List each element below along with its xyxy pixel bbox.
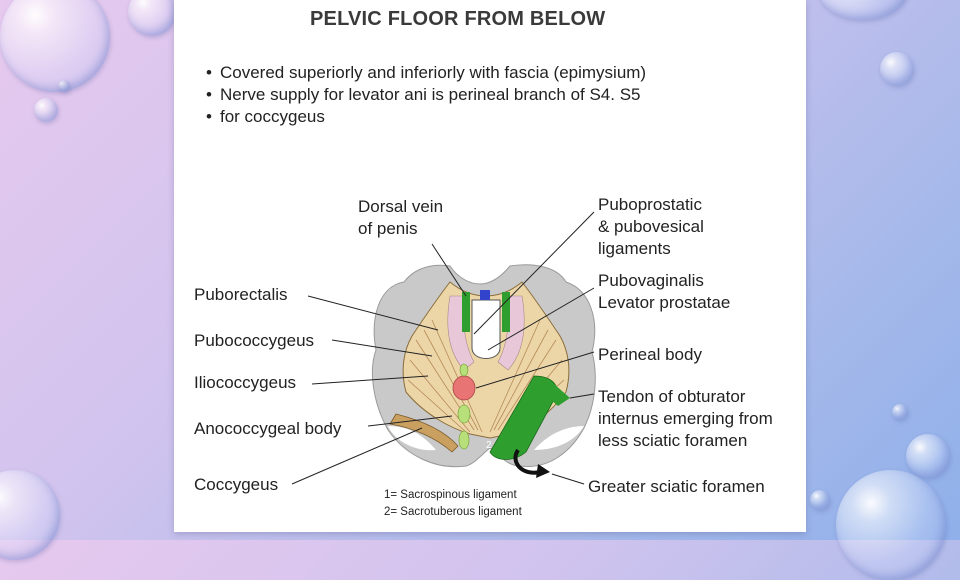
coccygeus-band: [389, 413, 459, 453]
leader-lines: [291, 211, 595, 485]
label-coccygeus: Coccygeus: [194, 475, 279, 494]
label-line: less sciatic foramen: [598, 431, 748, 450]
label-line: Pubovaginalis: [598, 271, 704, 290]
decorative-bubble: [58, 80, 70, 92]
obturator-opening-right: [534, 426, 584, 450]
obturator-opening-left: [388, 426, 436, 451]
bullet-continuation: for coccygeus: [204, 106, 764, 128]
decorative-bubble: [880, 52, 914, 86]
sacrotuberous-ligament: [489, 375, 559, 460]
decorative-bubble: [818, 0, 908, 20]
bullet-list: Covered superiorly and inferiorly with f…: [204, 62, 764, 128]
decorative-bubble: [0, 470, 60, 560]
label-tendon-obturator: Tendon of obturator internus emerging fr…: [598, 386, 773, 452]
label-greater-sciatic-foramen: Greater sciatic foramen: [588, 477, 765, 496]
pubovesical-ligament-left: [462, 292, 470, 332]
pelvic-floor-diagram: 2: [291, 211, 596, 485]
urogenital-hiatus: [471, 299, 501, 359]
label-line: Puboprostatic: [598, 195, 702, 214]
slide-title: PELVIC FLOOR FROM BELOW: [310, 8, 606, 30]
label-perineal-body: Perineal body: [598, 345, 702, 364]
label-anococcygeal-body: Anococcygeal body: [194, 419, 342, 438]
label-pubococcygeus: Pubococcygeus: [194, 331, 315, 350]
sciatic-arrow: [513, 448, 541, 475]
label-line: Levator prostatae: [598, 293, 731, 312]
label-line: Tendon of obturator: [598, 387, 746, 406]
obturator-tendon: [546, 384, 570, 406]
decorative-bubble: [0, 0, 110, 92]
pubovesical-ligament-right: [502, 292, 510, 332]
label-puborectalis: Puborectalis: [194, 285, 288, 304]
label-pubovaginalis: Pubovaginalis Levator prostatae: [598, 270, 730, 314]
decorative-bubble: [810, 490, 830, 510]
anococcygeal-marker: [457, 404, 471, 424]
slide-panel: PELVIC FLOOR FROM BELOW Covered superior…: [174, 0, 806, 532]
label-iliococcygeus: Iliococcygeus: [194, 373, 297, 392]
label-line: & pubovesical: [598, 217, 704, 236]
decorative-bubble: [892, 404, 908, 420]
label-line: internus emerging from: [598, 409, 773, 428]
decorative-bubble: [906, 434, 950, 478]
decorative-bubble: [34, 98, 58, 122]
legend-note-1: 1= Sacrospinous ligament: [384, 489, 517, 501]
label-dorsal-vein: Dorsal vein of penis: [358, 196, 443, 240]
anal-canal-marker: [459, 363, 469, 377]
perineal-body: [452, 375, 476, 401]
label-puboprostatic: Puboprostatic & pubovesical ligaments: [598, 194, 704, 260]
dorsal-vein-marker: [480, 290, 490, 300]
label-line: of penis: [358, 219, 418, 238]
legend-note-2: 2= Sacrotuberous ligament: [384, 506, 522, 518]
decorative-bubble: [836, 470, 946, 580]
decorative-bubble: [128, 0, 176, 36]
coccyx-marker: [458, 430, 470, 450]
label-line: Dorsal vein: [358, 197, 444, 216]
ligament-numeral: 2: [486, 440, 492, 451]
bullet-item: Covered superiorly and inferiorly with f…: [204, 62, 764, 84]
label-line: ligaments: [598, 239, 671, 258]
bullet-continuation-text: for coccygeus: [220, 107, 325, 126]
sciatic-arrowhead: [536, 464, 550, 478]
bullet-item: Nerve supply for levator ani is perineal…: [204, 84, 764, 106]
